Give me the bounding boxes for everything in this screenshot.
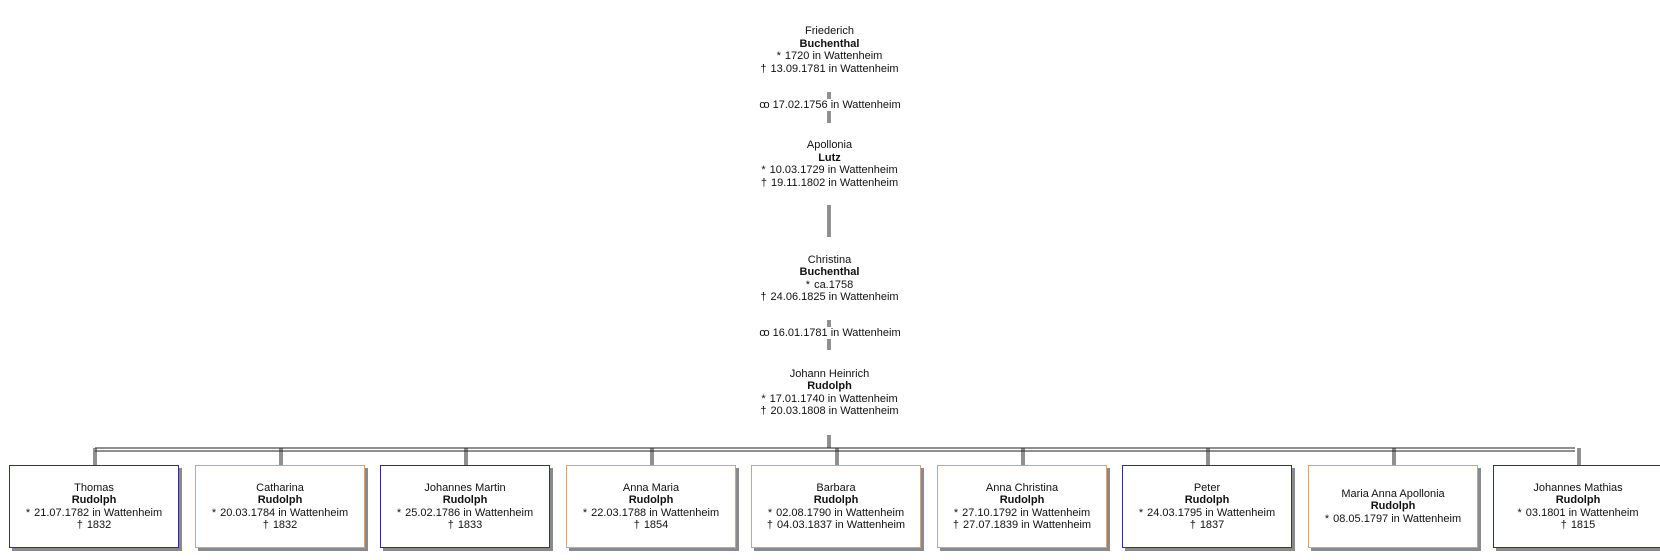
death-icon: † bbox=[1560, 519, 1567, 531]
birth-date: 02.08.1790 in Wattenheim bbox=[776, 506, 905, 519]
person-box-johann-heinrich[interactable]: Johann Heinrich Rudolph *17.01.1740 in W… bbox=[744, 350, 915, 435]
surname: Rudolph bbox=[1555, 494, 1601, 506]
death-date: 13.09.1781 in Wattenheim bbox=[770, 62, 899, 75]
first-name: Johannes Mathias bbox=[1533, 481, 1623, 494]
surname: Rudolph bbox=[71, 494, 117, 506]
death-icon: † bbox=[760, 62, 767, 75]
death-date: 1837 bbox=[1199, 519, 1225, 531]
birth-date: 20.03.1784 in Wattenheim bbox=[220, 506, 349, 519]
birth-date: 27.10.1792 in Wattenheim bbox=[962, 506, 1091, 519]
birth-date: 22.03.1788 in Wattenheim bbox=[591, 506, 720, 519]
birth-icon: * bbox=[761, 392, 766, 405]
surname: Rudolph bbox=[813, 494, 859, 506]
birth-icon: * bbox=[776, 50, 781, 62]
birth-icon: * bbox=[25, 506, 31, 519]
death-date: 1815 bbox=[1570, 519, 1596, 531]
first-name: Christina bbox=[807, 253, 852, 266]
surname: Buchenthal bbox=[799, 266, 860, 278]
death-icon: † bbox=[447, 519, 454, 531]
death-icon: † bbox=[760, 176, 767, 189]
marriage-icon: oo bbox=[759, 99, 769, 111]
birth-date: 03.1801 in Wattenheim bbox=[1525, 506, 1639, 519]
surname: Rudolph bbox=[1370, 500, 1416, 513]
person-box-christina[interactable]: Christina Buchenthal *ca.1758 †24.06.182… bbox=[744, 237, 915, 320]
surname: Rudolph bbox=[999, 494, 1045, 506]
death-icon: † bbox=[952, 519, 960, 531]
birth-icon: * bbox=[767, 506, 773, 519]
surname: Buchenthal bbox=[799, 37, 860, 50]
death-icon: † bbox=[766, 519, 774, 531]
birth-date: 25.02.1786 in Wattenheim bbox=[405, 506, 534, 519]
marriage-date: 17.02.1756 in Wattenheim bbox=[772, 99, 901, 111]
death-date: 1832 bbox=[272, 519, 298, 531]
death-icon: † bbox=[76, 519, 83, 531]
surname: Lutz bbox=[818, 151, 841, 164]
first-name: Anna Maria bbox=[622, 481, 680, 494]
death-date: 24.06.1825 in Wattenheim bbox=[770, 291, 899, 303]
birth-date: 1720 in Wattenheim bbox=[784, 50, 883, 62]
first-name: Maria Anna Apollonia bbox=[1341, 487, 1445, 500]
first-name: Thomas bbox=[74, 481, 114, 494]
first-name: Johannes Martin bbox=[424, 481, 506, 494]
birth-icon: * bbox=[582, 506, 588, 519]
death-icon: † bbox=[760, 291, 767, 303]
surname: Rudolph bbox=[1184, 494, 1230, 506]
surname: Rudolph bbox=[807, 380, 852, 392]
death-date: 27.07.1839 in Wattenheim bbox=[963, 519, 1092, 531]
death-date: 20.03.1808 in Wattenheim bbox=[770, 405, 899, 417]
birth-icon: * bbox=[1138, 506, 1144, 519]
birth-date: ca.1758 bbox=[814, 278, 854, 291]
birth-icon: * bbox=[953, 506, 959, 519]
death-date: 04.03.1837 in Wattenheim bbox=[777, 519, 906, 531]
death-icon: † bbox=[633, 519, 640, 531]
birth-date: 24.03.1795 in Wattenheim bbox=[1147, 506, 1276, 519]
surname: Rudolph bbox=[628, 494, 674, 506]
birth-date: 21.07.1782 in Wattenheim bbox=[34, 506, 163, 519]
surname: Rudolph bbox=[442, 494, 488, 506]
first-name: Barbara bbox=[816, 481, 856, 494]
marriage-icon: oo bbox=[759, 327, 769, 339]
first-name: Anna Christina bbox=[985, 481, 1059, 494]
death-icon: † bbox=[262, 519, 269, 531]
birth-icon: * bbox=[396, 506, 402, 519]
death-date: 19.11.1802 in Wattenheim bbox=[770, 176, 899, 189]
birth-date: 08.05.1797 in Wattenheim bbox=[1333, 512, 1462, 525]
first-name: Friederich bbox=[805, 25, 854, 37]
birth-icon: * bbox=[1517, 506, 1522, 519]
death-date: 1832 bbox=[86, 519, 112, 531]
first-name: Catharina bbox=[256, 481, 304, 494]
birth-icon: * bbox=[761, 164, 766, 176]
birth-icon: * bbox=[211, 506, 217, 519]
person-box-friederich[interactable]: Friederich Buchenthal *1720 in Wattenhei… bbox=[744, 8, 915, 92]
marriage-date: 16.01.1781 in Wattenheim bbox=[772, 327, 901, 339]
death-icon: † bbox=[1189, 519, 1196, 531]
death-date: 1854 bbox=[643, 519, 669, 531]
death-date: 1833 bbox=[457, 519, 483, 531]
person-box-apollonia[interactable]: Apollonia Lutz *10.03.1729 in Wattenheim… bbox=[744, 123, 915, 205]
birth-date: 17.01.1740 in Wattenheim bbox=[769, 392, 898, 405]
surname: Rudolph bbox=[257, 494, 303, 506]
first-name: Johann Heinrich bbox=[789, 367, 870, 380]
birth-icon: * bbox=[805, 278, 811, 291]
first-name: Peter bbox=[1193, 481, 1221, 494]
first-name: Apollonia bbox=[806, 139, 853, 151]
birth-date: 10.03.1729 in Wattenheim bbox=[769, 164, 898, 176]
death-icon: † bbox=[760, 405, 767, 417]
birth-icon: * bbox=[1324, 512, 1330, 525]
